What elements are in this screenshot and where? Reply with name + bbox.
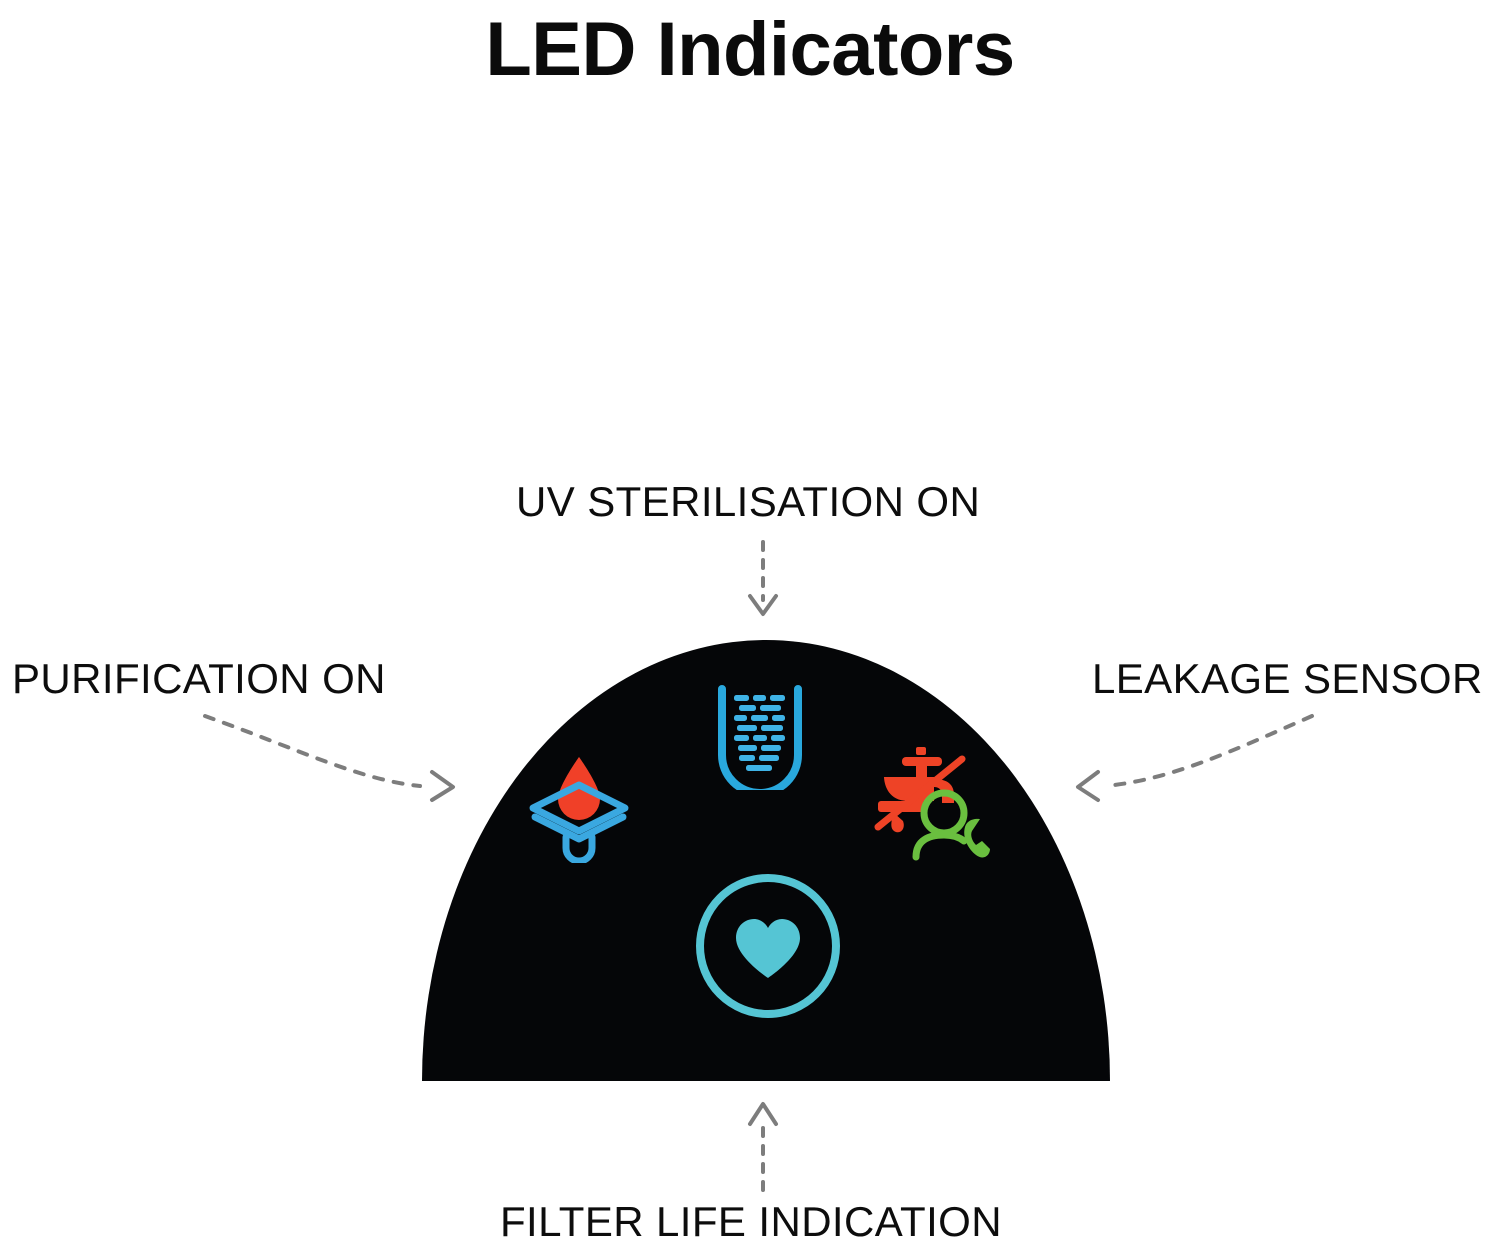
uv-arrow (748, 540, 778, 616)
callout-label-filter-life: FILTER LIFE INDICATION (500, 1198, 1002, 1245)
leakage-arrow (1076, 714, 1314, 802)
callout-label-purification: PURIFICATION ON (12, 655, 386, 702)
water-droplet-filter-icon[interactable] (522, 753, 636, 865)
heart-in-circle-icon[interactable] (692, 870, 844, 1022)
leaking-tap-and-support-call-icon[interactable] (872, 745, 994, 863)
support-person-shape (912, 789, 968, 861)
uv-lamp-icon[interactable] (712, 685, 808, 797)
callout-label-leakage: LEAKAGE SENSOR (1092, 655, 1483, 702)
page-title: LED Indicators (485, 7, 1015, 92)
callout-label-uv: UV STERILISATION ON (516, 478, 981, 525)
led-icon-group (422, 640, 1110, 1081)
purification-arrow (203, 714, 455, 802)
filter-life-arrow (748, 1102, 778, 1192)
